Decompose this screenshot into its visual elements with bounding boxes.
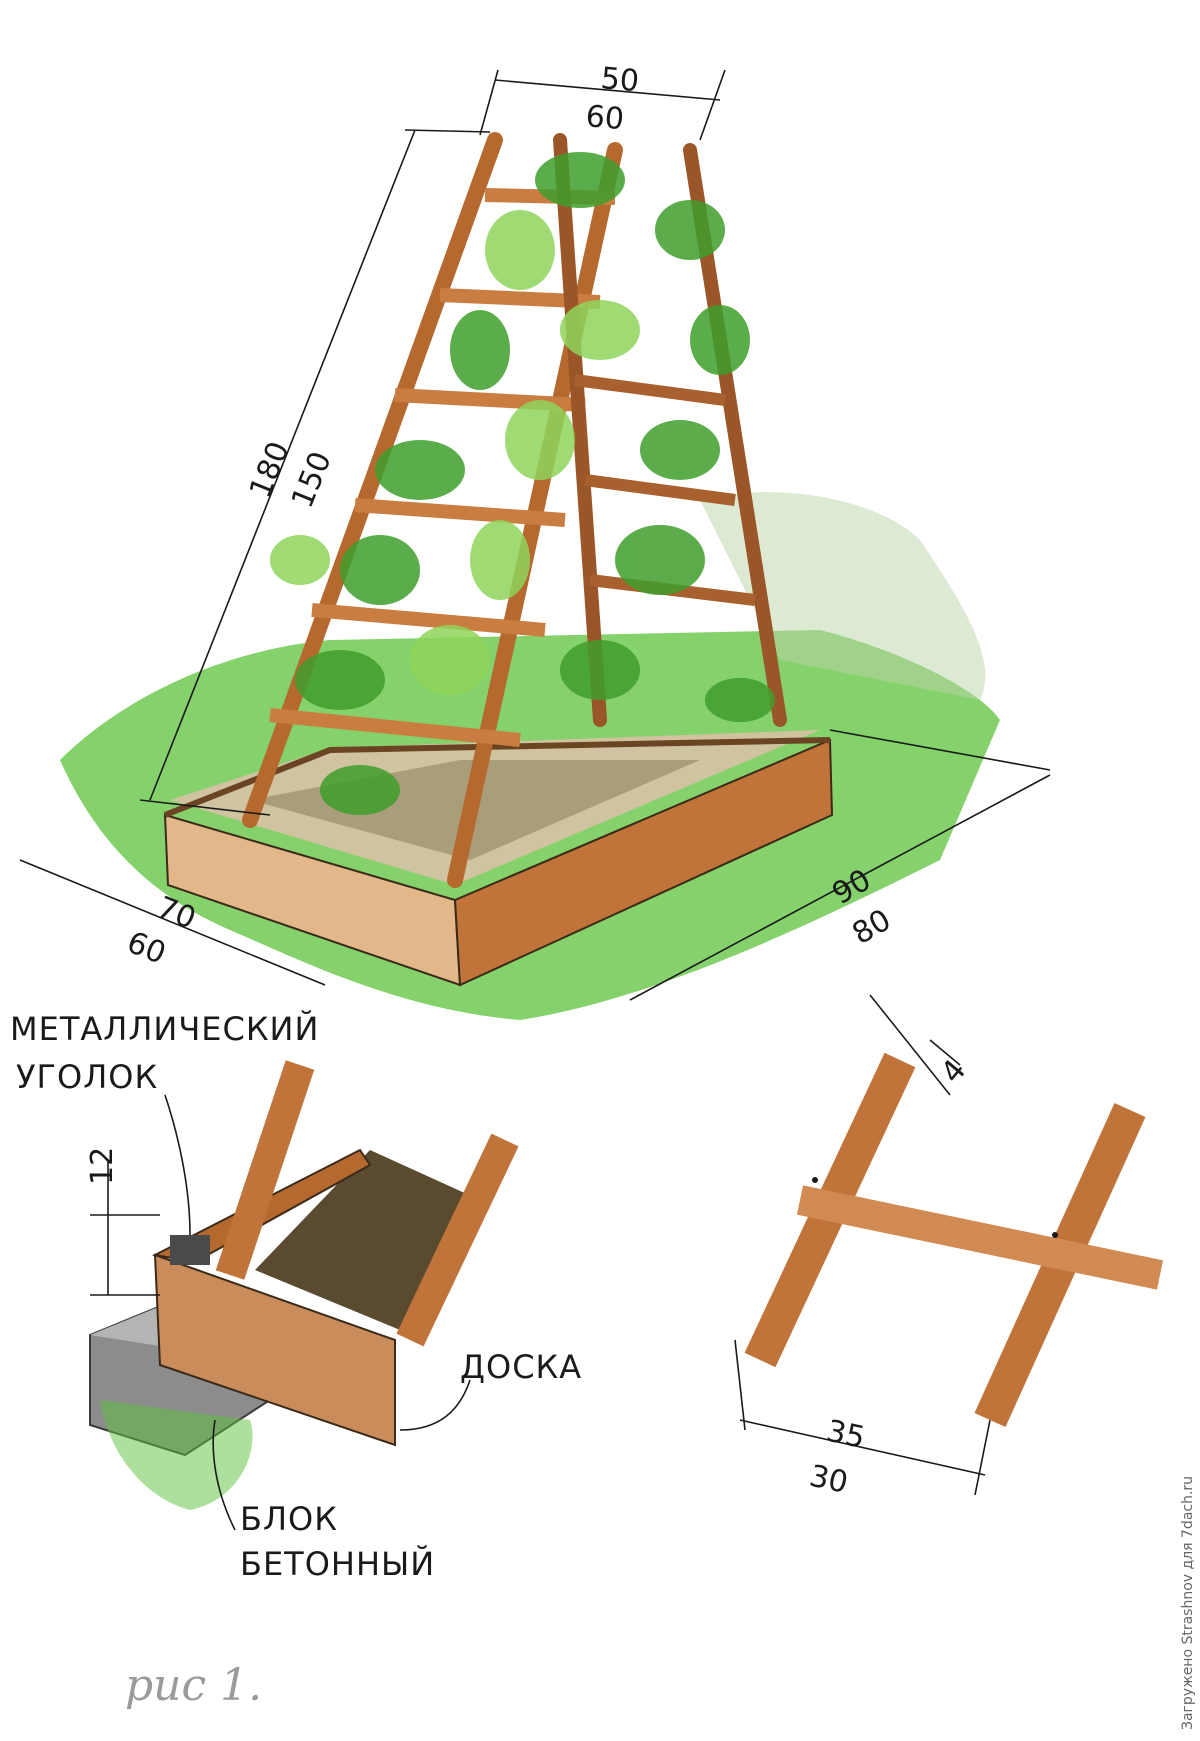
bed-side-board [453, 738, 834, 987]
label-metal-corner-line1: МЕТАЛЛИЧЕСКИЙ [10, 1010, 319, 1048]
trellis-illustration: 50 60 180 150 70 60 90 80 [19, 61, 1051, 1020]
corner-post-right [396, 1133, 519, 1347]
corner-detail: 12 МЕТАЛЛИЧЕСКИЙ УГОЛОК ДОСКА БЛОК БЕТОН… [10, 1010, 582, 1583]
label-metal-corner-line2: УГОЛОК [16, 1058, 158, 1096]
grass-background [700, 492, 986, 700]
label-board: ДОСКА [460, 1348, 582, 1386]
corner-front-board [153, 1253, 396, 1447]
dim-base-length-inner: 80 [847, 903, 898, 952]
corner-post-left [215, 1060, 315, 1280]
dim-base-width-inner: 60 [122, 925, 171, 972]
vine-foliage [270, 152, 775, 815]
image-credit: Загружено Strashnov для 7dach.ru [1180, 1476, 1196, 1730]
metal-corner-bracket [170, 1235, 210, 1265]
joint-crossbar [796, 1185, 1164, 1290]
dim-rung-spacing-outer: 35 [823, 1414, 868, 1456]
label-concrete-block-line2: БЕТОННЫЙ [240, 1545, 435, 1583]
dim-top-width-inner: 60 [584, 99, 625, 137]
figure-caption: рис 1. [125, 1660, 262, 1711]
bed-back-edge [163, 737, 831, 818]
joint-detail: 4 35 30 [734, 994, 1164, 1501]
dimension-lines [19, 69, 1051, 1001]
label-concrete-block-line1: БЛОК [240, 1500, 338, 1538]
trellis-front-ladder [242, 132, 623, 888]
bed-soil [170, 730, 820, 885]
dim-top-width-outer: 50 [599, 61, 640, 99]
dim-board-height: 12 [85, 1147, 120, 1185]
dim-slat-thickness: 4 [934, 1053, 973, 1090]
dim-rung-spacing-inner: 30 [806, 1459, 851, 1501]
